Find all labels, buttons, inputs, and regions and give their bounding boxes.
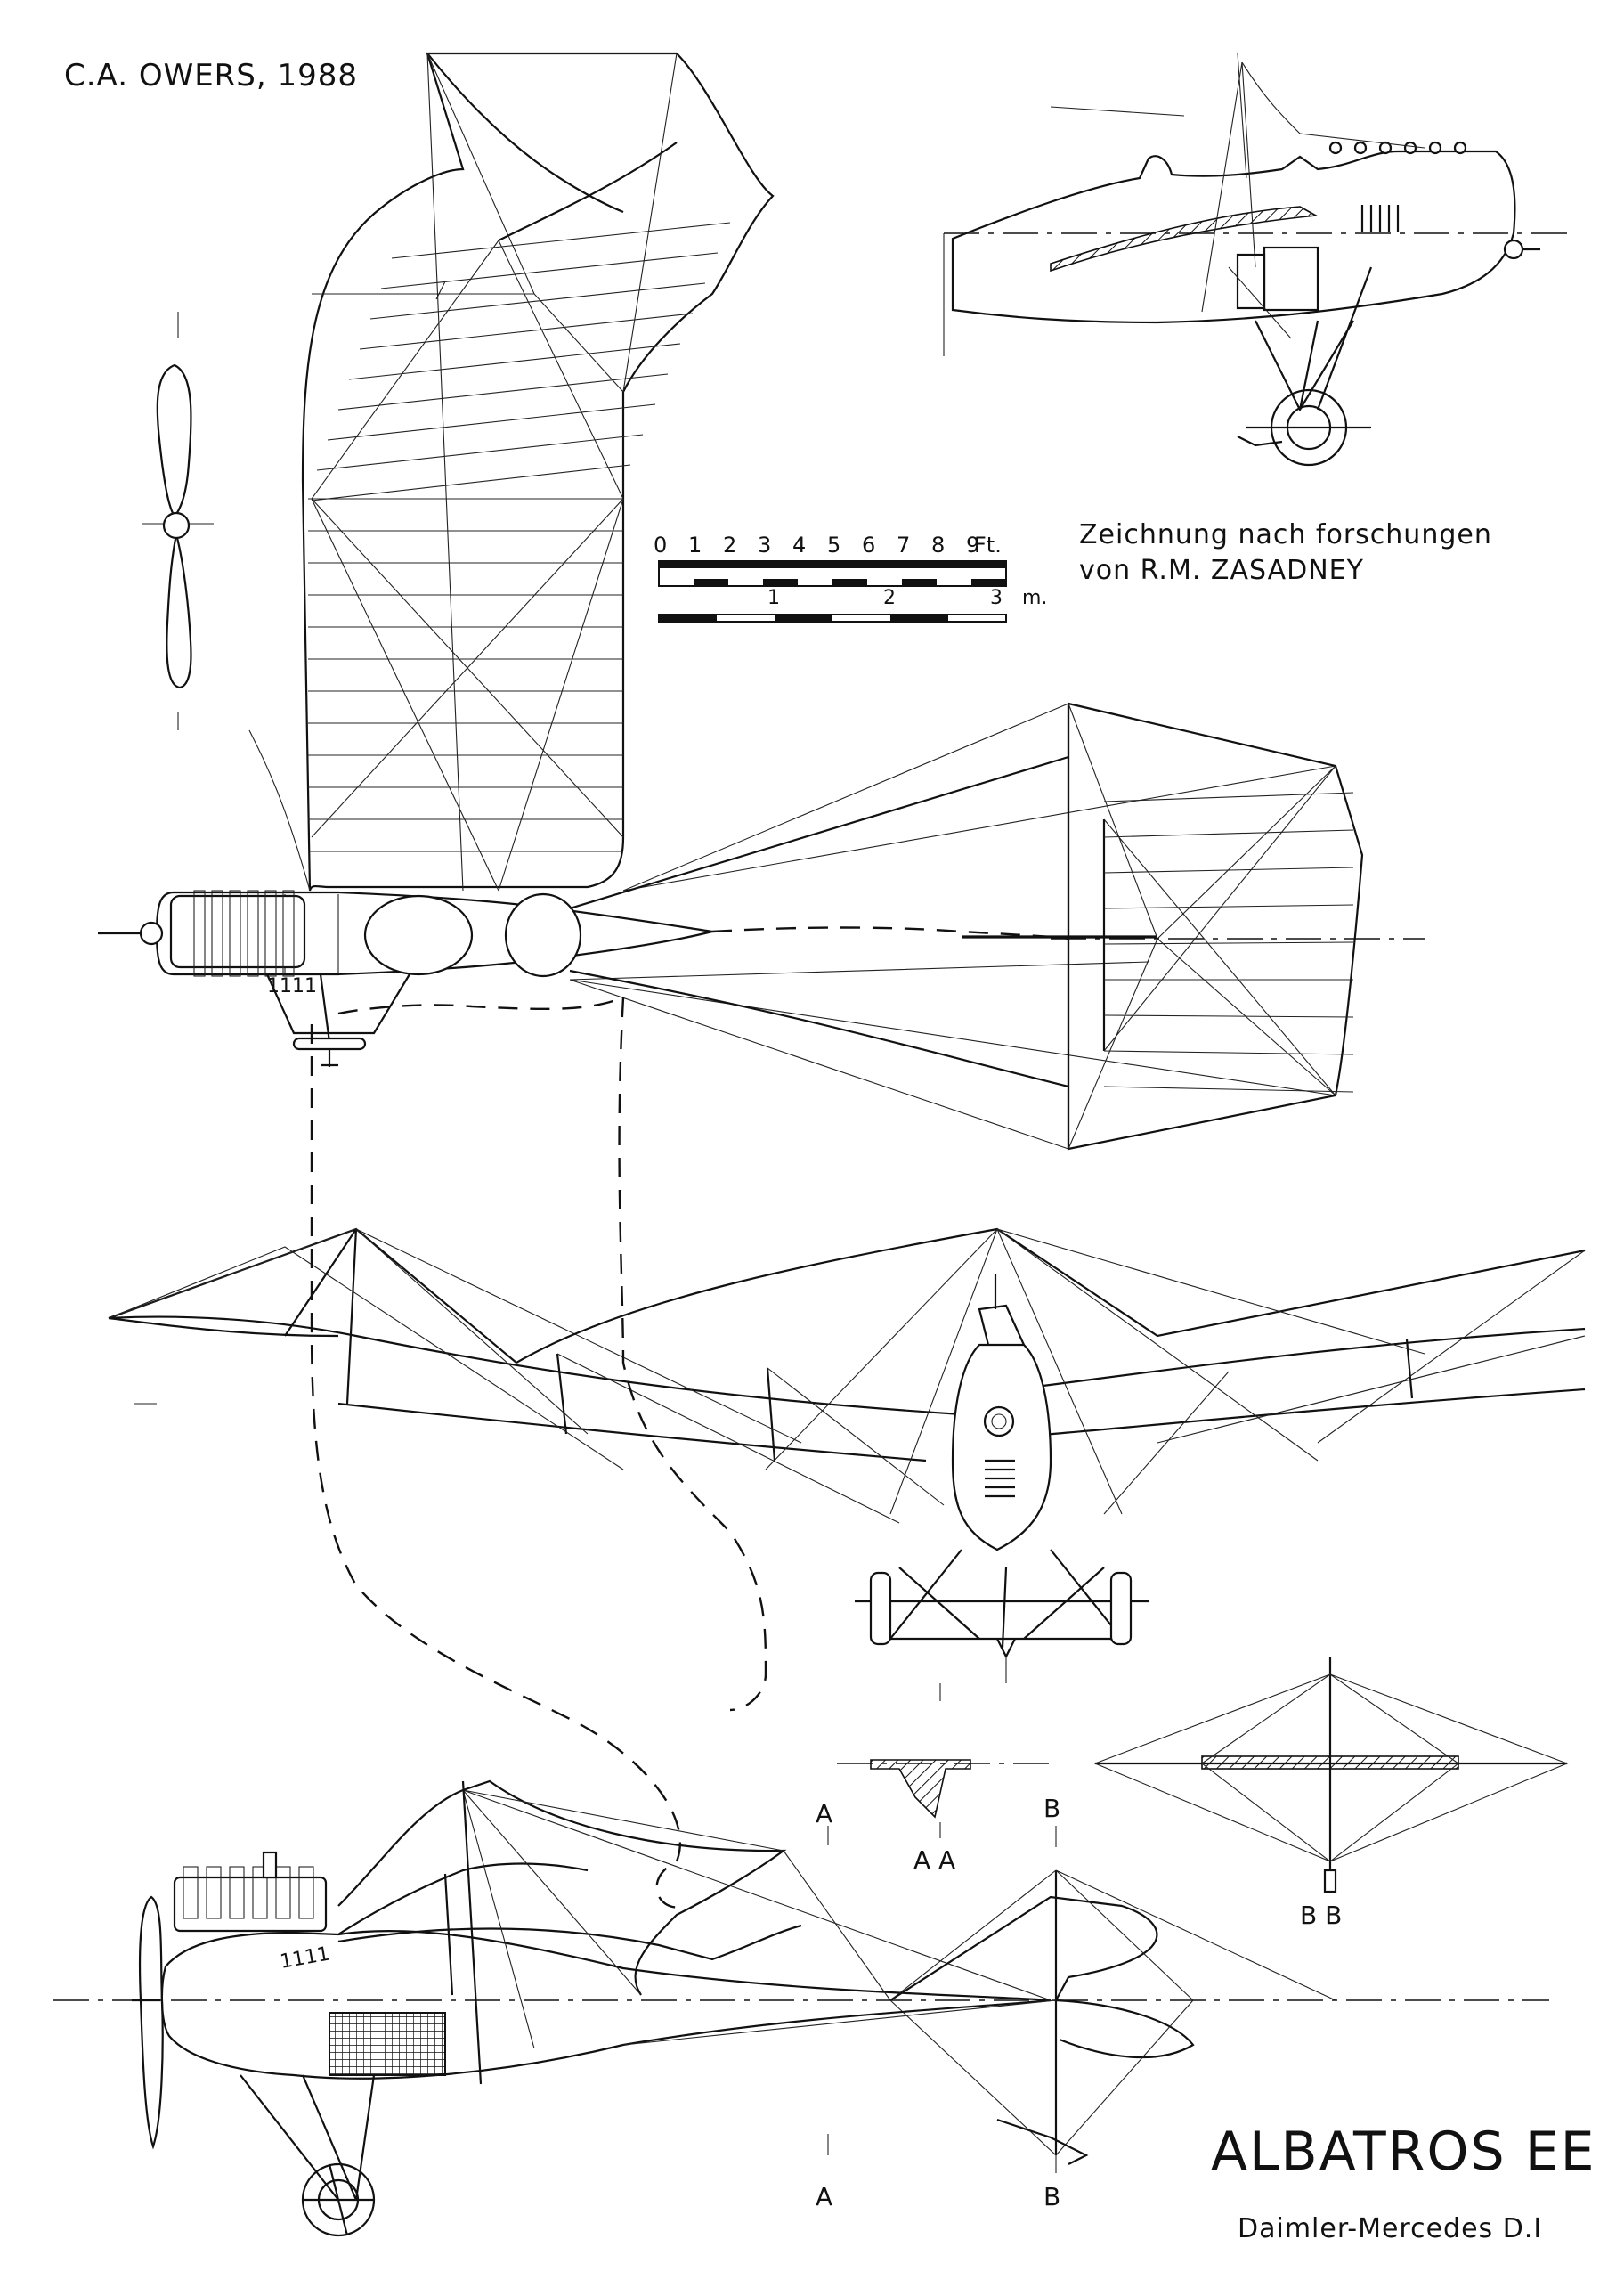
scale-feet-tick-9: 9 — [966, 533, 979, 558]
propeller-front-view — [142, 312, 214, 730]
credit-text: C.A. OWERS, 1988 — [64, 58, 358, 94]
research-note-line2: von R.M. ZASADNEY — [1079, 555, 1364, 586]
scale-feet-tick-1: 1 — [688, 533, 702, 558]
scale-feet-tick-6: 6 — [862, 533, 875, 558]
aircraft-title: ALBATROS EE — [1211, 2121, 1596, 2183]
section-label-bb: B B — [1300, 1901, 1342, 1930]
scale-feet-tick-8: 8 — [931, 533, 945, 558]
front-view — [108, 1227, 1586, 1683]
scale-meters-tick-3: 3 — [990, 587, 1003, 609]
section-label-a-bottom: A — [816, 2182, 832, 2211]
plan-view: 1111 — [98, 52, 1425, 1151]
section-aa — [837, 1683, 1051, 1838]
section-label-aa: A A — [914, 1845, 955, 1875]
scale-feet-tick-4: 4 — [792, 533, 806, 558]
research-note-line1: Zeichnung nach forschungen — [1079, 519, 1492, 550]
side-view-main: 1111 — [53, 1779, 1549, 2237]
svg-text:1111: 1111 — [267, 975, 317, 998]
scale-feet-tick-2: 2 — [723, 533, 736, 558]
dashed-outline-trace — [310, 997, 767, 1909]
scale-feet-tick-3: 3 — [758, 533, 771, 558]
scale-feet-unit: Ft. — [974, 533, 1002, 558]
section-label-b-bottom: B — [1043, 2182, 1060, 2211]
section-label-a-top: A — [816, 1799, 832, 1828]
section-label-b-top: B — [1043, 1794, 1060, 1823]
scale-feet-tick-7: 7 — [897, 533, 910, 558]
scale-meters-tick-2: 2 — [883, 587, 896, 609]
scale-feet-tick-0: 0 — [654, 533, 667, 558]
scale-bar-meters: 1 2 3 m. — [658, 587, 1047, 623]
section-bb — [1093, 1657, 1569, 1893]
scale-meters-tick-1: 1 — [767, 587, 780, 609]
side-view-detail — [943, 53, 1567, 467]
svg-text:1111: 1111 — [279, 1943, 331, 1974]
scale-feet-tick-5: 5 — [827, 533, 840, 558]
engine-subtitle: Daimler-Mercedes D.I — [1238, 2213, 1542, 2244]
scale-meters-unit: m. — [1022, 587, 1047, 609]
